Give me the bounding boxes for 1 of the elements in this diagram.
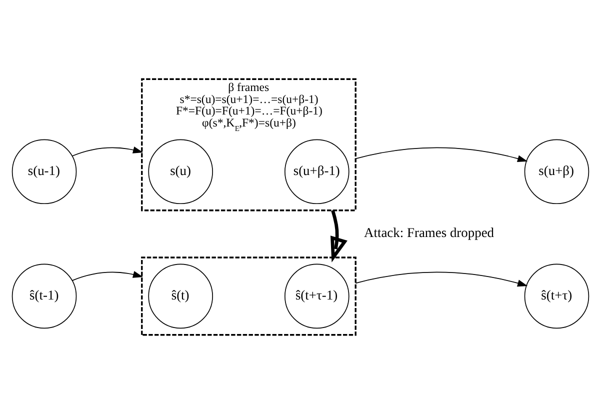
edge-label: Attack: Frames dropped (364, 224, 494, 240)
